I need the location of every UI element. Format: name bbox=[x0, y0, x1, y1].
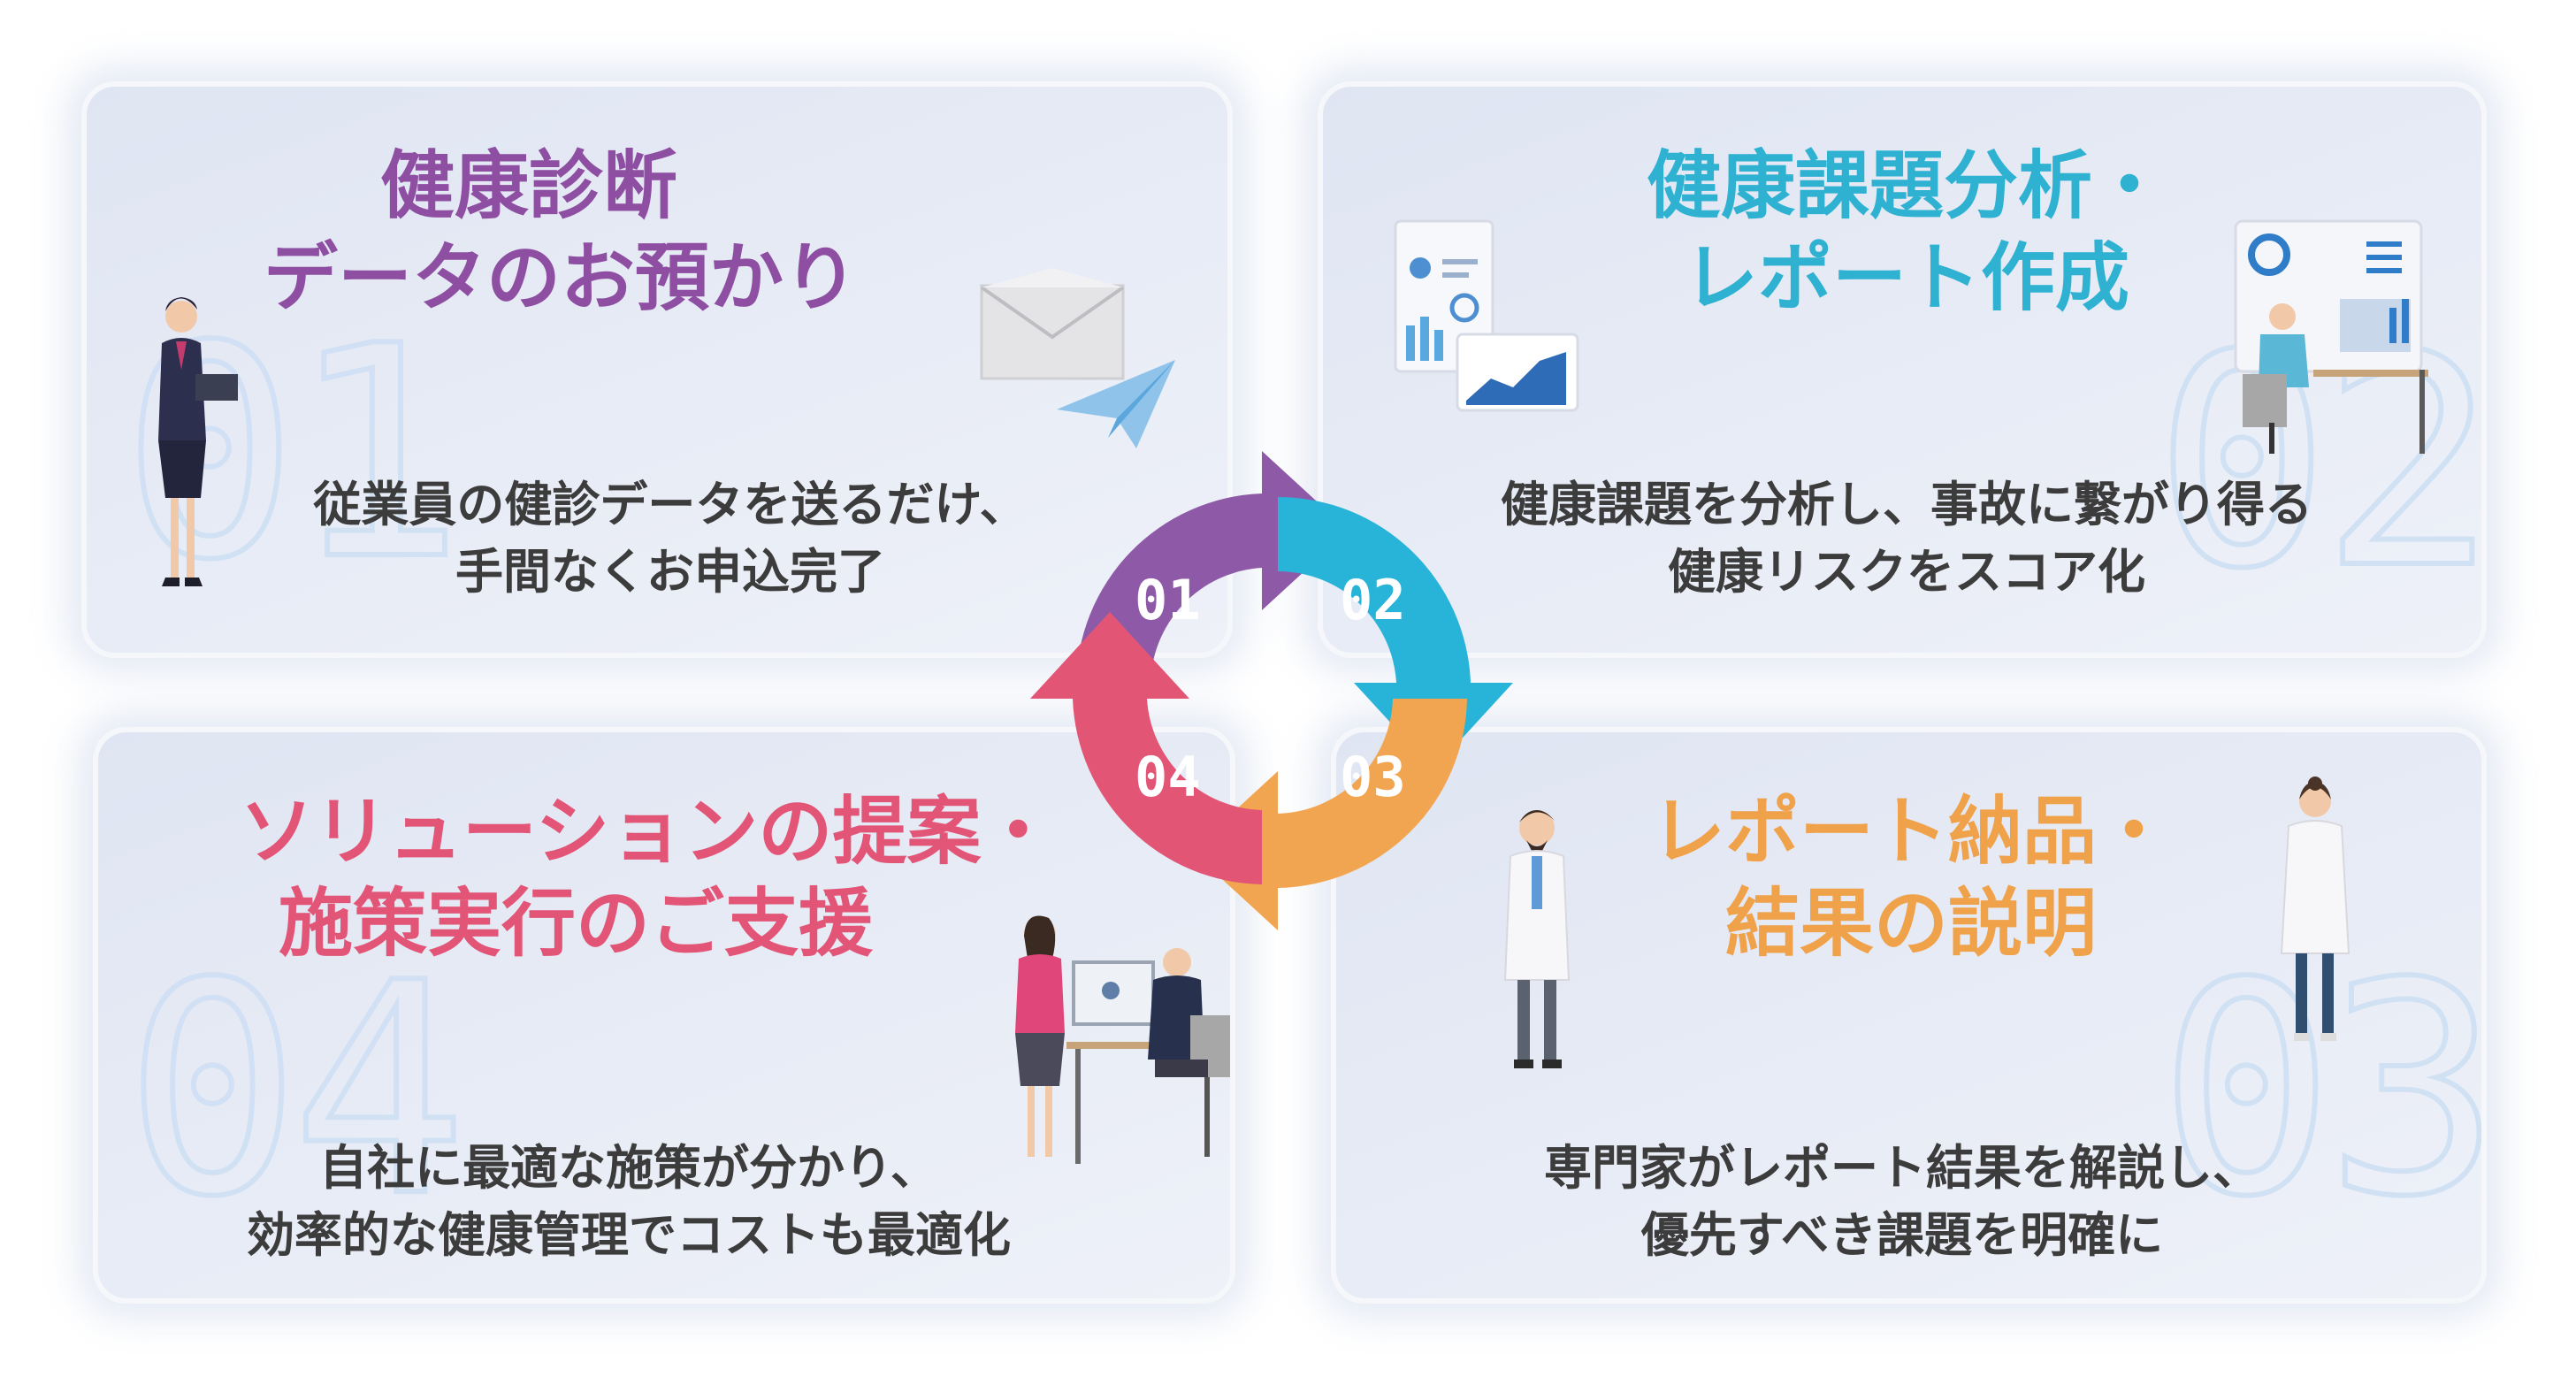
analyst-at-desk-icon bbox=[2234, 219, 2428, 454]
paper-plane-icon bbox=[1057, 360, 1175, 448]
card-desc-line1: 健康課題を分析し、事故に繋がり得る bbox=[1501, 477, 2312, 532]
card-description: 専門家がレポート結果を解説し、 優先すべき課題を明確に bbox=[1478, 1135, 2327, 1269]
card-description: 健康課題を分析し、事故に繋がり得る 健康リスクをスコア化 bbox=[1456, 471, 2358, 606]
step-card-02: 02 健康課題分析・ レポート作成 健康課題を分析し、事故に繋がり得る 健康リス… bbox=[1318, 81, 2487, 658]
card-title: レポート納品・ 結果の説明 bbox=[1593, 785, 2229, 969]
card-title-line2: レポート作成 bbox=[1683, 234, 2129, 321]
card-desc-line2: 優先すべき課題を明確に bbox=[1640, 1207, 2164, 1263]
card-bg-number: 04 bbox=[122, 921, 470, 1260]
card-title-line1: ソリューションの提案・ bbox=[240, 788, 1056, 875]
cycle-step-label-01: 01 bbox=[1135, 568, 1201, 632]
card-bg-number: 03 bbox=[2156, 921, 2487, 1260]
cycle-step-label-02: 02 bbox=[1340, 568, 1406, 632]
report-sheet-icon bbox=[1394, 219, 1579, 412]
cycle-step-label-04: 04 bbox=[1135, 745, 1201, 809]
card-desc-line2: 手間なくお申込完了 bbox=[455, 544, 885, 600]
card-title-line2: データのお預かり bbox=[264, 234, 859, 321]
card-title-line1: 健康診断 bbox=[379, 142, 677, 229]
card-desc-line1: 自社に最適な施策が分かり、 bbox=[319, 1140, 938, 1196]
card-title: ソリューションの提案・ 施策実行のご支援 bbox=[240, 785, 1056, 969]
step-card-01: 01 健康診断 データのお預かり 従業員の健診データを送るだけ、 手間なくお申込… bbox=[81, 81, 1233, 658]
card-description: 従業員の健診データを送るだけ、 手間なくお申込完了 bbox=[246, 471, 1095, 606]
card-desc-line1: 専門家がレポート結果を解説し、 bbox=[1544, 1140, 2260, 1196]
businesswoman-laptop-icon bbox=[158, 297, 238, 586]
card-title-line2: 結果の説明 bbox=[1724, 880, 2097, 967]
cycle-segment-04 bbox=[1030, 612, 1262, 884]
cycle-step-label-03: 03 bbox=[1340, 745, 1406, 809]
doctor-female-icon bbox=[2280, 777, 2351, 1041]
card-desc-line1: 従業員の健診データを送るだけ、 bbox=[313, 477, 1028, 532]
step-card-03: 03 レポート納品・ 結果の説明 専門家がレポート結果を解説し、 優先すべき課題… bbox=[1331, 727, 2487, 1304]
card-desc-line2: 効率的な健康管理でコストも最適化 bbox=[247, 1207, 1011, 1263]
doctor-male-icon bbox=[1503, 810, 1571, 1068]
cycle-diagram: 01 02 03 04 bbox=[1021, 442, 1517, 937]
card-title-line1: 健康課題分析・ bbox=[1646, 142, 2167, 229]
envelope-icon bbox=[980, 268, 1125, 380]
card-title-line1: レポート納品・ bbox=[1650, 788, 2171, 875]
card-title: 健康診断 データのお預かり bbox=[264, 140, 859, 324]
card-description: 自社に最適な施策が分かり、 効率的な健康管理でコストも最適化 bbox=[195, 1135, 1062, 1269]
card-title: 健康課題分析・ レポート作成 bbox=[1615, 140, 2198, 324]
consultation-meeting-icon bbox=[1015, 915, 1230, 1164]
step-card-04: 04 ソリューションの提案・ 施策実行のご支援 自社に最適な施策が分かり、 効率… bbox=[93, 727, 1235, 1304]
card-title-line2: 施策実行のご支援 bbox=[278, 880, 873, 967]
card-desc-line2: 健康リスクをスコア化 bbox=[1668, 544, 2145, 600]
